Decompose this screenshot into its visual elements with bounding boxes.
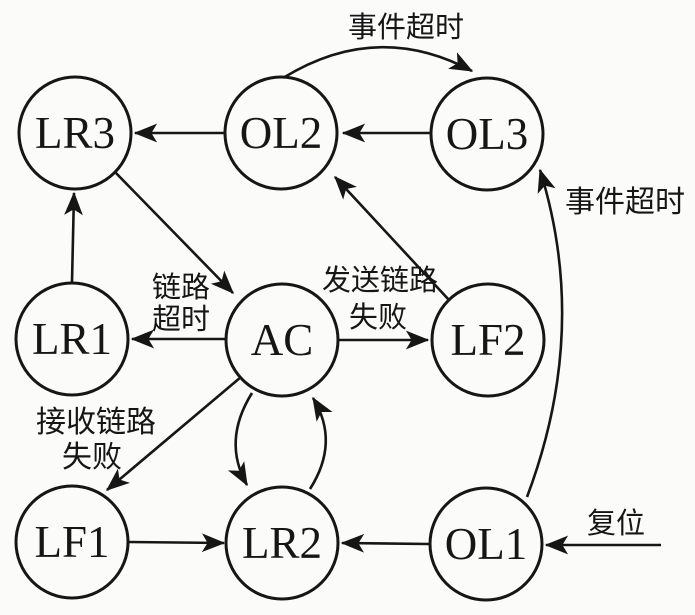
label-receive-link-failure-line2: 失败 [62, 441, 122, 474]
node-lf2: LF2 [430, 282, 546, 398]
node-lf2-circle [430, 282, 546, 398]
edge-lr3-to-ac [114, 171, 234, 294]
label-link-timeout-line1: 链路 [152, 271, 210, 304]
label-event-timeout-top: 事件超时 [348, 11, 464, 44]
edge-ac-to-lf1 [106, 376, 242, 491]
edge-lr2-to-ac-curve [308, 396, 333, 490]
node-lf1-circle [14, 484, 130, 600]
node-lr1-label: LR1 [32, 314, 112, 364]
label-receive-link-failure: 接收链路 失败 [36, 406, 156, 474]
node-lr3-label: LR3 [35, 108, 115, 158]
node-lr3-circle [17, 75, 133, 191]
node-lr2-label: LR2 [242, 518, 322, 568]
node-ol2-label: OL2 [240, 108, 323, 158]
node-lr1-circle [14, 281, 130, 397]
node-ol3-label: OL3 [446, 109, 529, 159]
node-ac-circle [224, 282, 340, 398]
label-link-timeout-line2: 超时 [152, 303, 210, 336]
node-ol2-circle [223, 75, 339, 191]
node-ol1: OL1 [428, 486, 544, 602]
edge-ac-to-lr2-curve [227, 392, 254, 487]
label-send-link-failure-line2: 失败 [349, 301, 407, 334]
node-ol2: OL2 [223, 75, 339, 191]
node-lf2-label: LF2 [450, 315, 525, 365]
node-ol1-label: OL1 [445, 519, 528, 569]
node-lr3: LR3 [17, 75, 133, 191]
node-lr2: LR2 [224, 485, 340, 601]
node-ol3-circle [429, 76, 545, 192]
label-send-link-failure-line1: 发送链路 [322, 264, 438, 297]
node-ac: AC [224, 282, 340, 398]
edge-ol1-to-ol3-arc [525, 168, 564, 498]
edge-ol2-to-ol3-arc [282, 45, 474, 80]
node-ol3: OL3 [429, 76, 545, 192]
node-lf1-label: LF1 [34, 517, 109, 567]
label-reset: 复位 [587, 507, 645, 540]
edge-lr1-to-lr3 [64, 191, 83, 283]
node-ac-label: AC [251, 315, 314, 365]
node-lr2-circle [224, 485, 340, 601]
label-send-link-failure: 发送链路 失败 [322, 264, 438, 334]
label-link-timeout: 链路 超时 [152, 271, 210, 336]
node-lf1: LF1 [14, 484, 130, 600]
edge-lf1-to-lr2 [128, 533, 226, 553]
node-lr1: LR1 [14, 281, 130, 397]
label-receive-link-failure-line1: 接收链路 [36, 406, 156, 439]
edge-lf2-to-ol2 [334, 176, 450, 301]
node-ol1-circle [428, 486, 544, 602]
edge-ol1-to-lr2 [340, 533, 430, 553]
label-event-timeout-right: 事件超时 [565, 186, 685, 219]
